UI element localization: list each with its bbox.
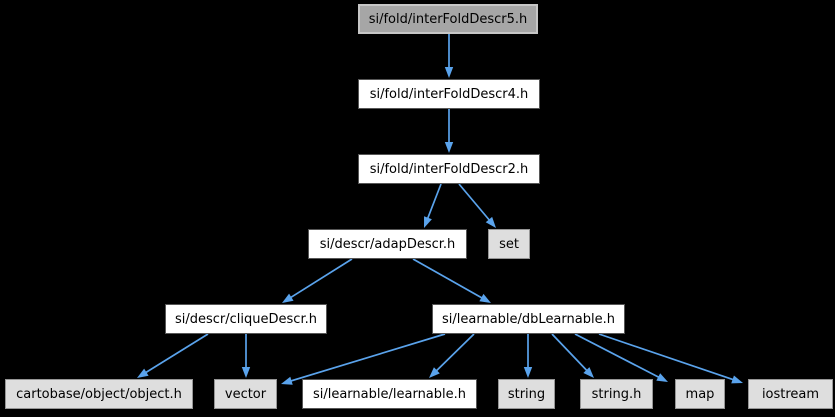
arrowhead-interFoldDescr4-to-interFoldDescr2 bbox=[444, 142, 454, 153]
graph-node-learnable[interactable]: si/learnable/learnable.h bbox=[302, 379, 477, 409]
graph-node-set: set bbox=[488, 229, 530, 259]
edge-adapDescr-to-dbLearnable bbox=[412, 258, 484, 300]
arrowhead-adapDescr-to-dbLearnable bbox=[479, 293, 491, 303]
arrowhead-dbLearnable-to-string_h bbox=[583, 367, 594, 378]
graph-node-dbLearnable[interactable]: si/learnable/dbLearnable.h bbox=[432, 304, 625, 334]
edge-dbLearnable-to-string_h bbox=[551, 333, 589, 373]
edge-dbLearnable-to-iostream bbox=[598, 333, 735, 381]
arrowhead-interFoldDescr5-to-interFoldDescr4 bbox=[444, 67, 454, 78]
graph-node-interFoldDescr2[interactable]: si/fold/interFoldDescr2.h bbox=[358, 154, 540, 184]
graph-node-iostream: iostream bbox=[748, 379, 833, 409]
arrowhead-dbLearnable-to-learnable bbox=[429, 367, 440, 378]
arrowhead-dbLearnable-to-map bbox=[656, 373, 668, 382]
arrowhead-dbLearnable-to-vector bbox=[281, 376, 293, 385]
arrowhead-interFoldDescr2-to-adapDescr bbox=[424, 216, 432, 228]
edge-interFoldDescr2-to-set bbox=[458, 183, 491, 222]
graph-node-interFoldDescr5: si/fold/interFoldDescr5.h bbox=[358, 4, 538, 34]
graph-node-interFoldDescr4[interactable]: si/fold/interFoldDescr4.h bbox=[358, 79, 540, 109]
arrowhead-interFoldDescr2-to-set bbox=[485, 216, 496, 228]
edge-cliqueDescr-to-object bbox=[144, 333, 209, 374]
graph-node-string: string bbox=[498, 379, 555, 409]
graph-node-object: cartobase/object/object.h bbox=[5, 379, 193, 409]
edge-interFoldDescr2-to-adapDescr bbox=[426, 183, 442, 220]
graph-node-map: map bbox=[675, 379, 725, 409]
edge-adapDescr-to-cliqueDescr bbox=[289, 258, 353, 299]
arrowhead-cliqueDescr-to-object bbox=[137, 368, 149, 378]
graph-node-cliqueDescr[interactable]: si/descr/cliqueDescr.h bbox=[165, 304, 327, 334]
graph-node-vector: vector bbox=[214, 379, 277, 409]
arrowhead-cliqueDescr-to-vector bbox=[241, 367, 251, 378]
arrowhead-adapDescr-to-cliqueDescr bbox=[282, 293, 294, 303]
graph-node-string_h: string.h bbox=[580, 379, 653, 409]
arrowhead-dbLearnable-to-string bbox=[523, 367, 533, 378]
arrowhead-dbLearnable-to-iostream bbox=[731, 375, 743, 384]
edge-dbLearnable-to-vector bbox=[289, 333, 446, 383]
graph-node-adapDescr[interactable]: si/descr/adapDescr.h bbox=[308, 229, 467, 259]
edge-dbLearnable-to-map bbox=[574, 333, 661, 379]
edge-dbLearnable-to-learnable bbox=[434, 333, 475, 373]
